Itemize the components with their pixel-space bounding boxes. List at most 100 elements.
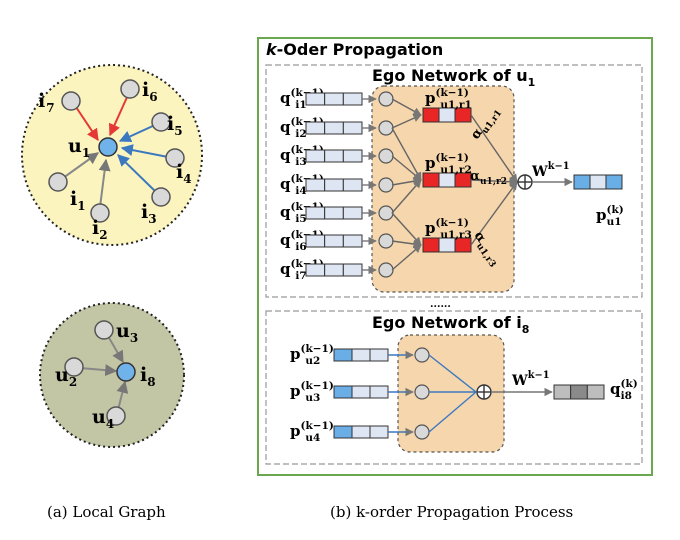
input-node-7 [378,262,394,278]
input-vector-q-i7-cell-2 [342,263,363,277]
input-vector-p-u2-cell-2 [369,348,389,362]
output-vector-p-u1-cell-0 [573,174,591,190]
input-node-1 [378,91,394,107]
node-i2 [90,203,110,223]
output-vector-q-i8-cell-1 [570,384,588,400]
input-node-6 [378,233,394,249]
input-vector-p-u2-cell-1 [351,348,371,362]
input-vector-q-i6-cell-1 [324,234,344,248]
output-vector-p-u1-cell-1 [589,174,607,190]
input-vector-p-u4-cell-1 [351,425,371,439]
output-vector-p-u1-cell-2 [605,174,623,190]
input-vector-p-u3-cell-0 [333,385,353,399]
node-i1 [48,172,68,192]
input-edge-5-r3 [391,212,422,246]
input-vector-q-i4-cell-1 [324,178,344,192]
input-label-p-u3: p(k−1)u3 [290,380,334,404]
bottom-node-4 [414,424,430,440]
input-node-5 [378,205,394,221]
input-vector-q-i7-cell-1 [324,263,344,277]
node-i4 [165,148,185,168]
input-edge-1-r1 [391,98,422,116]
relation-edge-r1 [470,114,518,183]
input-vector-p-u2-cell-0 [333,348,353,362]
local-graph-bottom: u3 u2 i8 u4 [39,302,185,448]
node-i5 [151,112,171,132]
input-edge-5-r2 [391,179,422,214]
local-graph-top: ii77 i6 i5 i4 i3 i1 i2 u1 [21,64,203,246]
edge-i5-u1 [118,124,156,142]
input-edge-2-r2 [391,127,422,181]
input-vector-p-u4-cell-2 [369,425,389,439]
node-i6 [120,79,140,99]
output-label-p-u1: p(k)u1 [596,204,624,228]
node-i3 [151,187,171,207]
output-label-q-i8: q(k)i8 [610,378,638,402]
input-vector-q-i1-cell-0 [305,92,326,106]
input-edge-3-r2 [391,155,422,181]
node-u4 [106,406,126,426]
input-vector-q-i3-cell-2 [342,149,363,163]
node-u3 [94,320,114,340]
input-vector-q-i3-cell-1 [324,149,344,163]
node-u1 [98,137,118,157]
input-vector-q-i1-cell-2 [342,92,363,106]
input-edge-7-r3 [391,244,422,271]
edge-i3-u1 [117,154,157,193]
input-vector-q-i7-cell-0 [305,263,326,277]
input-label-p-u2: p(k−1)u2 [290,343,334,367]
input-edge-6-r3 [391,239,422,249]
edge-i2-u1 [98,158,111,208]
relation-label-r1: p(k−1)u1,r1 [425,87,472,111]
input-vector-q-i4-cell-0 [305,178,326,192]
node-i8 [116,362,136,382]
ego-title-top: Ego Network of u1 [372,66,535,89]
bottom-node-2 [414,347,430,363]
caption-b: (b) k-order Propagation Process [330,503,574,521]
ego-title-bottom: Ego Network of i8 [372,313,529,336]
node-i7 [61,91,81,111]
relation-vector-r2-cell-0 [422,172,440,188]
caption-a: (a) Local Graph [47,503,166,521]
input-node-3 [378,148,394,164]
relation-edge-r3 [470,181,518,246]
relation-label-r2: p(k−1)u1,r2 [425,152,472,176]
edge-u4-i8 [116,380,129,411]
svg-text:ii77: ii77 [38,90,55,115]
input-vector-q-i5-cell-2 [342,206,363,220]
input-node-4 [378,177,394,193]
edge-u2-i8 [79,364,118,377]
ego-frame-bottom [265,310,643,465]
edge-i1-u1 [62,152,99,179]
relation-vector-r1-cell-0 [422,107,440,123]
input-vector-q-i1-cell-1 [324,92,344,106]
input-vector-q-i2-cell-2 [342,121,363,135]
input-vector-p-u3-cell-1 [351,385,371,399]
output-vector-q-i8-cell-0 [553,384,572,400]
bottom-edge-4 [428,391,477,433]
bottom-edge-2 [428,354,477,393]
ego-frame-top [265,64,643,298]
dots-separator: ...... [430,299,451,310]
input-vector-q-i4-cell-2 [342,178,363,192]
edge-i7-u1 [75,106,99,141]
input-edge-2-r1 [391,114,422,129]
bottom-node-3 [414,384,430,400]
input-vector-q-i5-cell-1 [324,206,344,220]
input-node-2 [378,120,394,136]
input-vector-q-i5-cell-0 [305,206,326,220]
weight-label-bottom: Wk−1 [511,370,550,389]
weight-label-top: Wk−1 [531,161,570,180]
output-vector-q-i8-cell-2 [586,384,605,400]
input-vector-p-u4-cell-0 [333,425,353,439]
panel-title: k-Oder Propagation [266,40,443,59]
input-vector-q-i3-cell-0 [305,149,326,163]
input-vector-q-i6-cell-2 [342,234,363,248]
input-vector-p-u3-cell-2 [369,385,389,399]
edge-i4-u1 [120,144,169,158]
input-label-p-u4: p(k−1)u4 [290,420,334,444]
input-vector-q-i2-cell-1 [324,121,344,135]
node-u2 [64,357,84,377]
edge-u3-i8 [107,335,124,364]
